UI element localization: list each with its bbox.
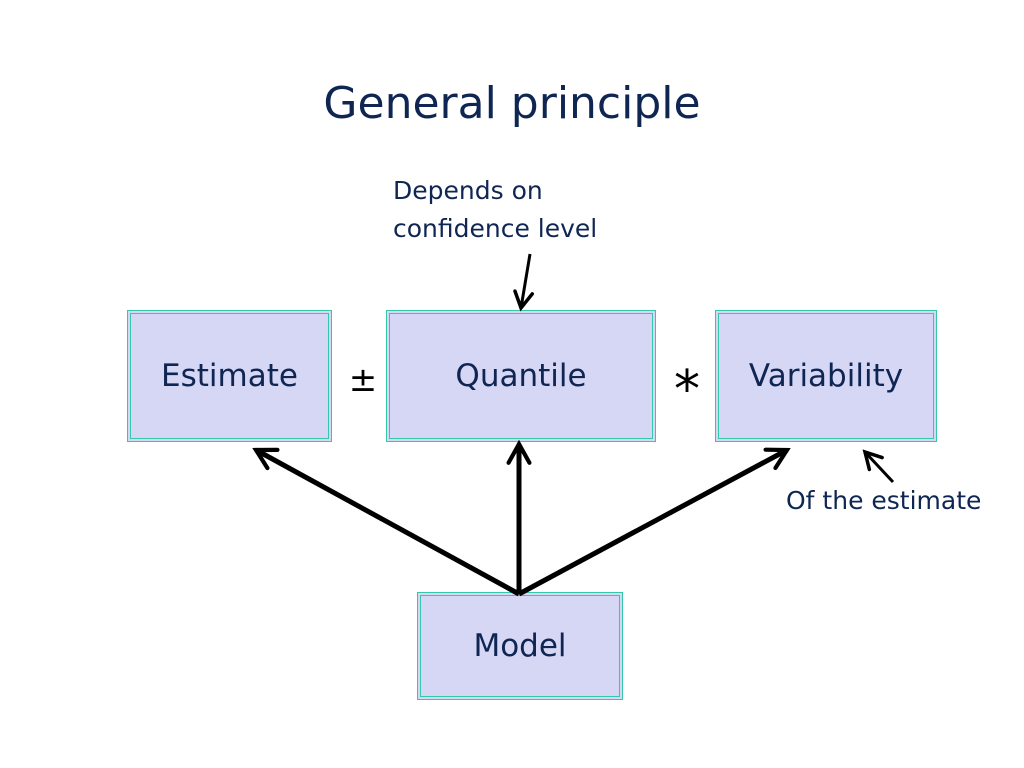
- of-estimate-annotation: Of the estimate: [786, 486, 982, 515]
- confidence-annotation: Depends on confidence level: [393, 172, 597, 248]
- model-box: Model: [417, 592, 623, 700]
- variability-label: Variability: [748, 358, 904, 394]
- multiply-operator: *: [674, 360, 700, 420]
- confidence-annotation-line2: confidence level: [393, 214, 598, 243]
- model-label: Model: [473, 628, 567, 664]
- quantile-label: Quantile: [455, 358, 587, 394]
- variability-box: Variability: [715, 310, 937, 442]
- estimate-box: Estimate: [127, 310, 332, 442]
- slide-title: General principle: [323, 78, 701, 129]
- model-to-estimate-arrow: [256, 450, 521, 597]
- confidence-to-quantile-arrow: [521, 253, 530, 308]
- estimate-note-to-variability-arrow: [865, 452, 895, 484]
- quantile-box: Quantile: [386, 310, 656, 442]
- estimate-label: Estimate: [161, 358, 298, 394]
- confidence-annotation-line1: Depends on: [393, 176, 543, 205]
- model-to-variability-arrow: [517, 450, 787, 597]
- plus-minus-operator: ±: [348, 360, 378, 400]
